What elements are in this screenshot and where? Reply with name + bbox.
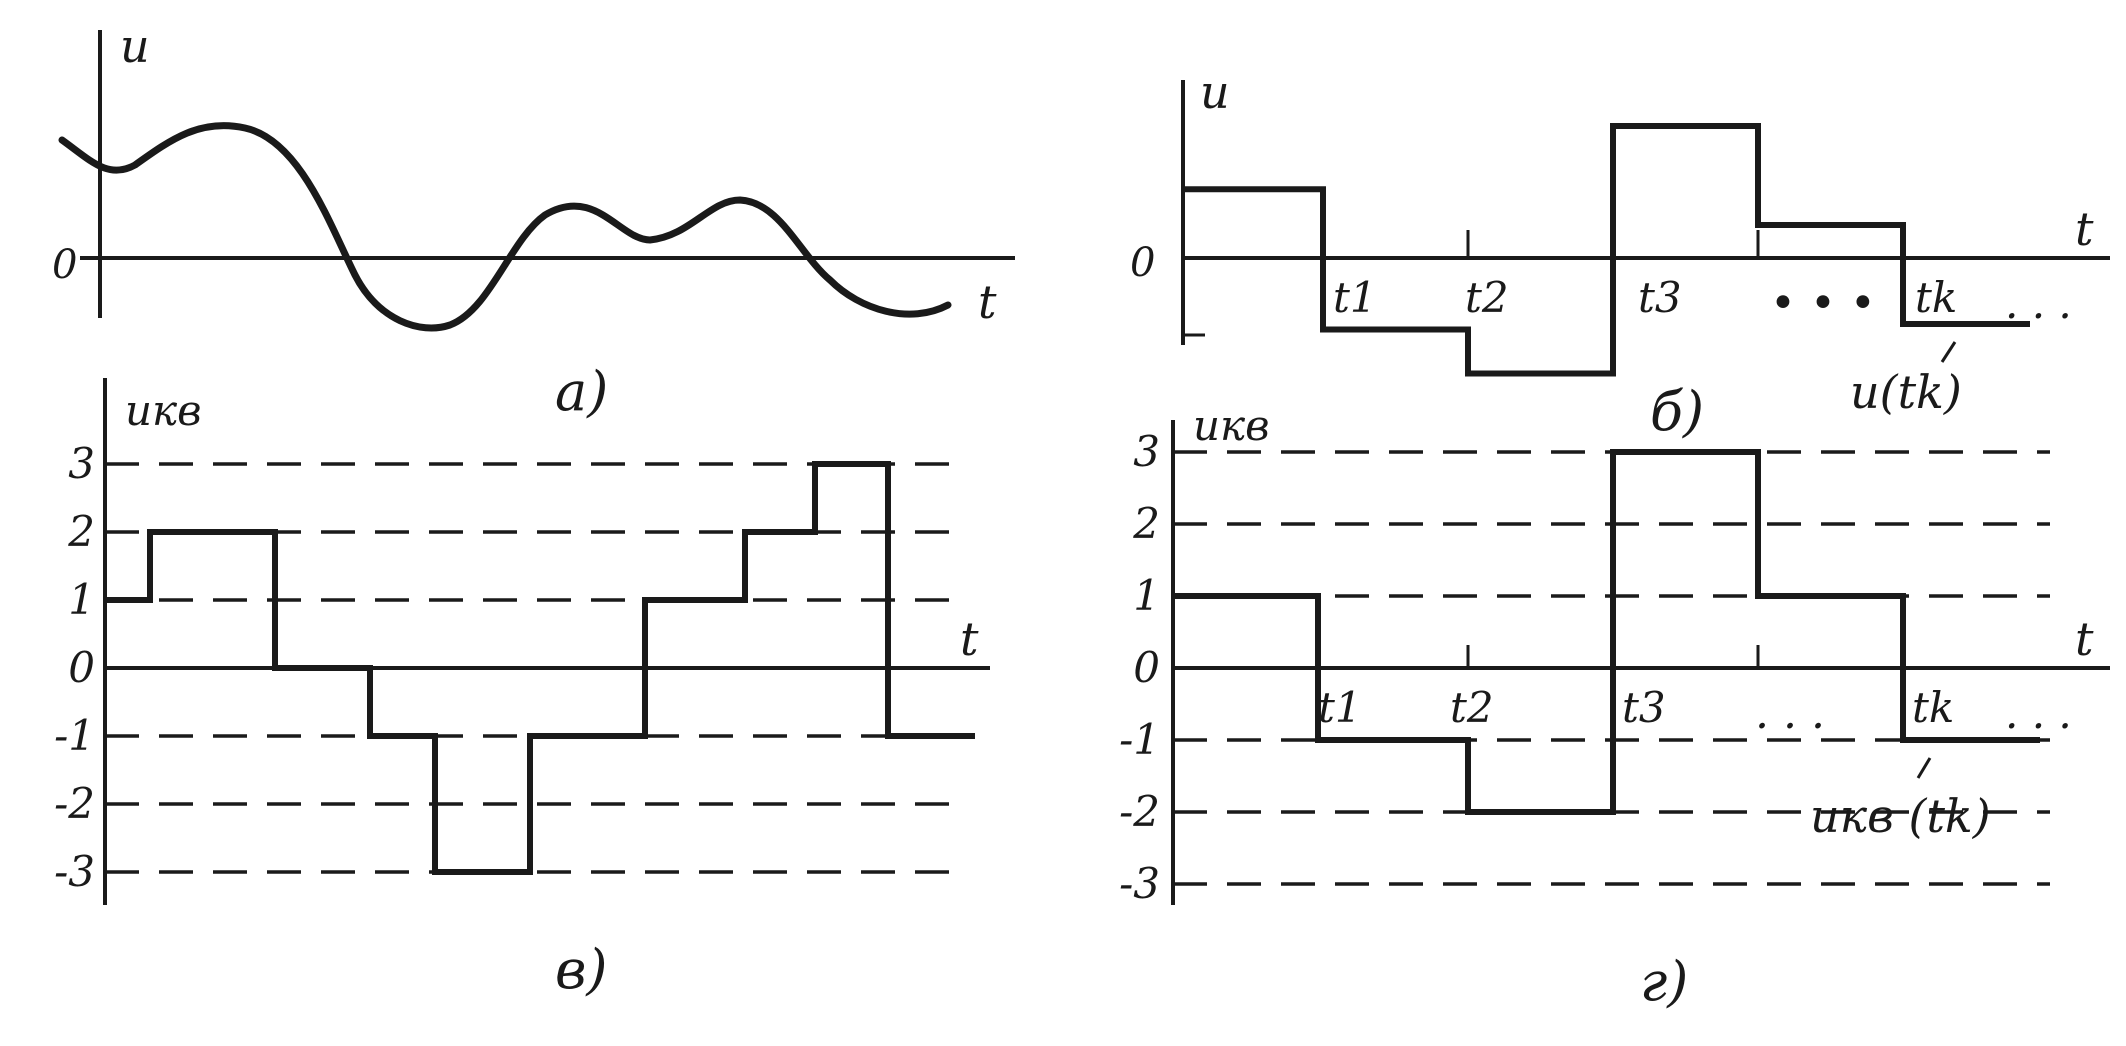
panel-c-x-label: t	[960, 612, 979, 666]
panel-b-ellipsis-2: . . .	[2005, 279, 2072, 328]
panel-c-level-label: 2	[67, 507, 95, 556]
panel-c-level-label: -3	[54, 847, 95, 896]
panel-b-y-label: u	[1200, 65, 1230, 119]
panel-c-quantized-steps	[105, 461, 975, 875]
panel-a-zero-label: 0	[52, 242, 77, 288]
panel-b-label-t2: t2	[1465, 273, 1509, 322]
panel-d-level-label: -1	[1119, 715, 1160, 764]
panel-d-level-labels: 3 2 1 0 -1 -2 -3	[1119, 427, 1160, 908]
panel-a: u 0 t а)	[52, 19, 1015, 423]
panel-d-caption: г)	[1640, 950, 1688, 1013]
panel-c-level-labels: 3 2 1 0 -1 -2 -3	[54, 439, 95, 896]
panel-d-ellipsis-1: . . .	[1755, 688, 1825, 739]
panel-d-quantized-samples	[1173, 449, 2040, 815]
panel-d-label-t3: t3	[1622, 683, 1666, 732]
panel-a-x-label: t	[978, 275, 997, 329]
panel-c-y-label: uкв	[125, 386, 202, 435]
panel-b-sample-steps	[1183, 123, 2030, 377]
panel-b-zero-label: 0	[1130, 240, 1155, 286]
panel-d-x-label: t	[2075, 612, 2094, 666]
panel-b: u 0 t t1 t2 t3 • • • tk . . . u(tk) б)	[1130, 65, 2110, 443]
panel-d-level-label: 2	[1132, 499, 1160, 548]
panel-d-level-label: 1	[1133, 571, 1160, 620]
panel-d-level-label: 0	[1133, 643, 1160, 692]
panel-d-step-line	[1173, 449, 2040, 815]
panel-d-label-t1: t1	[1318, 683, 1362, 732]
panel-b-x-label: t	[2075, 202, 2094, 256]
panel-b-caption: б)	[1650, 380, 1704, 443]
panel-d-label-tk: tk	[1912, 683, 1954, 732]
panel-d-sample-label: uкв (tk)	[1810, 789, 1991, 843]
panel-b-label-t3: t3	[1638, 273, 1682, 322]
panel-b-sample-pointer	[1940, 341, 1957, 363]
panel-d-level-label: -2	[1119, 787, 1160, 836]
panel-c-step-line	[105, 461, 975, 875]
panel-c-level-label: 0	[68, 643, 95, 692]
panel-a-signal-curve	[58, 122, 952, 332]
panel-c: uкв 3 2 1 0 -1 -2 -3 t в)	[54, 378, 990, 1001]
panel-b-ellipsis-1: • • •	[1770, 278, 1876, 329]
panel-c-level-label: 1	[68, 575, 95, 624]
panel-c-caption: в)	[555, 938, 608, 1001]
panel-d-level-label: -3	[1119, 859, 1160, 908]
panel-c-level-label: -1	[54, 711, 95, 760]
panel-d-level-label: 3	[1133, 427, 1160, 476]
panel-b-label-tk: tk	[1915, 273, 1957, 322]
panel-d-label-t2: t2	[1450, 683, 1494, 732]
panel-c-level-label: -2	[54, 779, 95, 828]
panel-b-sample-label: u(tk)	[1850, 365, 1962, 419]
panel-a-y-label: u	[120, 19, 150, 73]
panel-d-ellipsis-2: . . .	[2005, 689, 2072, 738]
panel-d-sample-pointer	[1916, 757, 1932, 779]
panel-b-label-t1: t1	[1333, 273, 1377, 322]
panel-b-step-line	[1183, 123, 2030, 377]
panel-c-level-label: 3	[68, 439, 95, 488]
panel-d: uкв 3 2 1 0 -1 -2 -3 t t1 t2 t3 . . . tk . . .…	[1119, 401, 2110, 1013]
panel-d-y-label: uкв	[1193, 401, 1270, 450]
panel-a-caption: а)	[555, 360, 608, 423]
